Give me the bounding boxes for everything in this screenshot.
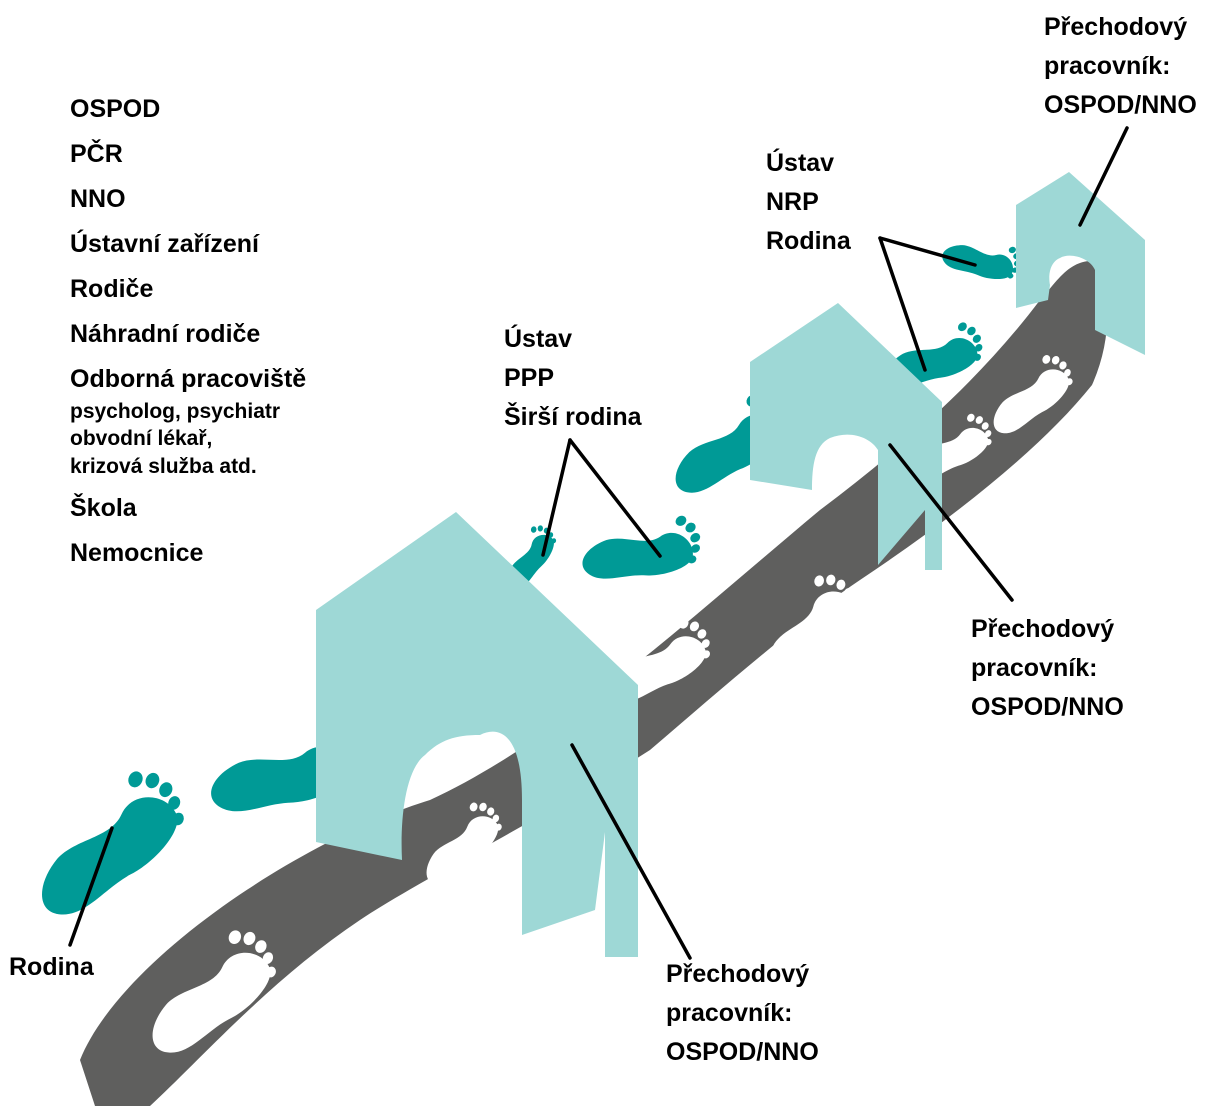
stage2-option: Ústav: [766, 144, 851, 183]
teal-footprint: [940, 230, 1025, 294]
actor-pcr: PČR: [70, 137, 306, 171]
pointer-line: [570, 440, 660, 556]
stage2-option: Rodina: [766, 222, 851, 261]
stage1-options: Ústav PPP Širší rodina: [504, 320, 642, 436]
transition-line: Přechodový: [1044, 8, 1197, 47]
stage2-options: Ústav NRP Rodina: [766, 144, 851, 260]
transition-line: Přechodový: [971, 610, 1124, 649]
actor-detail: krizová služba atd.: [70, 453, 306, 480]
start-label-text: Rodina: [9, 950, 94, 984]
actor-ospod: OSPOD: [70, 92, 306, 126]
pointer-line: [543, 440, 570, 555]
stage2-option: NRP: [766, 183, 851, 222]
actor-odborna-pracoviste-title: Odborná pracoviště: [70, 362, 306, 396]
actor-nno: NNO: [70, 182, 306, 216]
teal-footprint: [34, 750, 197, 946]
actors-list: OSPOD PČR NNO Ústavní zařízení Rodiče Ná…: [70, 92, 306, 581]
stage1-option: Ústav: [504, 320, 642, 359]
transition-line: OSPOD/NNO: [971, 688, 1124, 727]
transition-line: OSPOD/NNO: [666, 1033, 819, 1072]
actor-detail: psycholog, psychiatr: [70, 398, 306, 425]
stage1-option: PPP: [504, 359, 642, 398]
actor-odborna-pracoviste: Odborná pracoviště psycholog, psychiatr …: [70, 362, 306, 480]
white-footprint: [354, 893, 482, 1063]
transition-line: Přechodový: [666, 955, 819, 994]
actor-ustavni-zarizeni: Ústavní zařízení: [70, 227, 306, 261]
actor-nemocnice: Nemocnice: [70, 536, 306, 570]
transition-line: pracovník:: [666, 994, 819, 1033]
transition-line: pracovník:: [1044, 47, 1197, 86]
transition-line: pracovník:: [971, 649, 1124, 688]
actor-skola: Škola: [70, 491, 306, 525]
actor-rodice: Rodiče: [70, 272, 306, 306]
actor-nahradni-rodice: Náhradní rodiče: [70, 317, 306, 351]
transition-worker-label-1: Přechodový pracovník: OSPOD/NNO: [666, 955, 819, 1071]
transition-worker-label-3: Přechodový pracovník: OSPOD/NNO: [1044, 8, 1197, 124]
transition-worker-label-2: Přechodový pracovník: OSPOD/NNO: [971, 610, 1124, 726]
start-label: Rodina: [9, 950, 94, 984]
teal-footprint: [577, 492, 713, 617]
actor-detail: obvodní lékař,: [70, 425, 306, 452]
stage1-option: Širší rodina: [504, 398, 642, 437]
transition-line: OSPOD/NNO: [1044, 86, 1197, 125]
